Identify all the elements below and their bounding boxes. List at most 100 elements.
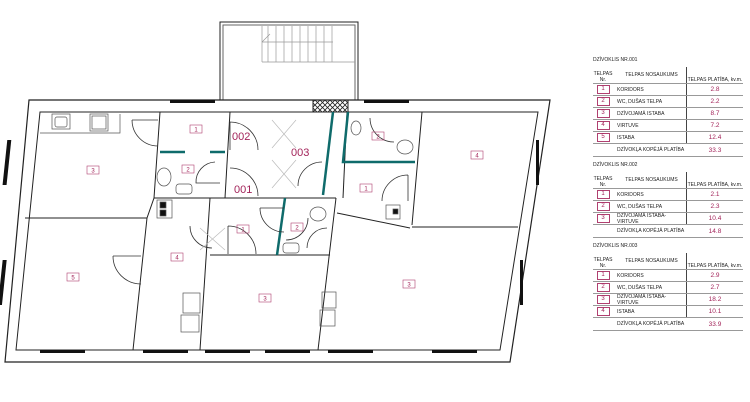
room-name: KORIDORS bbox=[613, 270, 687, 281]
total-row: DZĪVOKĻA KOPĒJĀ PLATĪBA 33.3 bbox=[593, 144, 743, 157]
table-header: TELPAS Nr. TELPAS NOSAUKUMS TELPAS PLATĪ… bbox=[593, 67, 743, 84]
total-row: DZĪVOKĻA KOPĒJĀ PLATĪBA 33.9 bbox=[593, 318, 743, 331]
room-number: 5 bbox=[596, 133, 610, 142]
room-name: DZĪVOJAMĀ ISTABA bbox=[613, 108, 687, 119]
table-row: 1 KORIDORS 2.8 bbox=[593, 84, 743, 96]
room-label: 4 bbox=[475, 154, 479, 160]
room-label: 3 bbox=[407, 283, 411, 289]
accent-walls bbox=[160, 111, 415, 256]
room-label: 1 bbox=[241, 228, 245, 234]
room-label: 2 bbox=[295, 226, 299, 232]
table-row: 1 KORIDORS 2.1 bbox=[593, 189, 743, 201]
area-table-3: DZĪVOKLIS NR.003 TELPAS Nr. TELPAS NOSAU… bbox=[593, 243, 743, 331]
table-title: DZĪVOKLIS NR.003 bbox=[593, 243, 638, 249]
fixtures bbox=[40, 113, 414, 333]
room-label: 2 bbox=[186, 168, 190, 174]
stairwell bbox=[219, 21, 359, 101]
total-label: DZĪVOKĻA KOPĒJĀ PLATĪBA bbox=[617, 228, 685, 234]
room-name: WC, DUŠAS TELPA bbox=[613, 282, 687, 293]
room-number: 3 bbox=[596, 109, 610, 118]
room-name: VIRTUVE bbox=[613, 120, 687, 131]
table-row: 2 WC, DUŠAS TELPA 2.2 bbox=[593, 96, 743, 108]
room-name: DZĪVOJAMĀ ISTABA-VIRTUVE bbox=[613, 294, 687, 306]
room-area: 2.3 bbox=[710, 203, 720, 210]
room-label: 1 bbox=[364, 187, 368, 193]
inner-wall bbox=[15, 111, 539, 351]
room-area: 2.7 bbox=[710, 284, 720, 291]
room-number: 3 bbox=[596, 295, 610, 304]
area-table-1: DZĪVOKLIS NR.001 TELPAS Nr. TELPAS NOSAU… bbox=[593, 57, 743, 157]
table-row: 2 WC, DUŠAS TELPA 2.7 bbox=[593, 282, 743, 294]
total-area: 33.9 bbox=[708, 320, 722, 328]
header-area: TELPAS PLATĪBA, kv.m. bbox=[687, 182, 743, 188]
room-label: 1 bbox=[194, 128, 198, 134]
room-number: 1 bbox=[596, 85, 610, 94]
room-area: 2.1 bbox=[710, 191, 720, 198]
header-nr: TELPAS Nr. bbox=[593, 71, 613, 83]
room-number: 1 bbox=[596, 271, 610, 280]
doors bbox=[112, 117, 409, 285]
room-area: 10.4 bbox=[708, 215, 722, 222]
table-header: TELPAS Nr. TELPAS NOSAUKUMS TELPAS PLATĪ… bbox=[593, 253, 743, 270]
room-number: 4 bbox=[596, 307, 610, 316]
table-row: 3 DZĪVOJAMĀ ISTABA 8.7 bbox=[593, 108, 743, 120]
apartment-label: 003 bbox=[291, 147, 309, 159]
header-nr: TELPAS Nr. bbox=[593, 176, 613, 188]
room-area: 7.2 bbox=[710, 122, 720, 129]
room-area: 18.2 bbox=[708, 296, 722, 303]
floor-plan: 002 001 003 1 3 2 2 4 1 1 2 4 5 3 3 bbox=[0, 21, 551, 363]
header-name: TELPAS NOSAUKUMS bbox=[613, 253, 687, 269]
room-number: 2 bbox=[596, 97, 610, 106]
room-area: 2.8 bbox=[710, 86, 720, 93]
apartment-labels: 002 001 003 bbox=[232, 131, 309, 196]
room-name: ISTABA bbox=[613, 132, 687, 143]
room-name: WC, DUŠAS TELPA bbox=[613, 96, 687, 107]
total-area: 14.8 bbox=[708, 227, 722, 235]
ventilation-shaft bbox=[312, 99, 349, 113]
room-label: 3 bbox=[263, 297, 267, 303]
total-label: DZĪVOKĻA KOPĒJĀ PLATĪBA bbox=[617, 147, 685, 153]
room-number: 1 bbox=[596, 190, 610, 199]
header-name: TELPAS NOSAUKUMS bbox=[613, 172, 687, 188]
apartment-label: 001 bbox=[234, 184, 252, 196]
total-label: DZĪVOKĻA KOPĒJĀ PLATĪBA bbox=[617, 321, 685, 327]
table-row: 1 KORIDORS 2.9 bbox=[593, 270, 743, 282]
room-label: 5 bbox=[71, 276, 75, 282]
room-area: 2.9 bbox=[710, 272, 720, 279]
room-name: KORIDORS bbox=[613, 84, 687, 95]
room-area: 10.1 bbox=[708, 308, 722, 315]
table-row: 3 DZĪVOJAMĀ ISTABA-VIRTUVE 18.2 bbox=[593, 294, 743, 306]
room-number: 3 bbox=[596, 214, 610, 223]
table-title: DZĪVOKLIS NR.001 bbox=[593, 57, 638, 63]
room-name: ISTABA bbox=[613, 306, 687, 317]
header-area: TELPAS PLATĪBA, kv.m. bbox=[687, 77, 743, 83]
room-label: 3 bbox=[91, 169, 95, 175]
stairs bbox=[261, 26, 355, 63]
room-area: 8.7 bbox=[710, 110, 720, 117]
room-number: 2 bbox=[596, 283, 610, 292]
table-title: DZĪVOKLIS NR.002 bbox=[593, 162, 638, 168]
room-name: DZĪVOJAMĀ ISTABA-VIRTUVE bbox=[613, 213, 687, 225]
table-row: 4 ISTABA 10.1 bbox=[593, 306, 743, 318]
room-labels bbox=[66, 124, 484, 303]
room-name: KORIDORS bbox=[613, 189, 687, 200]
apartment-label: 002 bbox=[232, 131, 250, 143]
room-label: 2 bbox=[376, 135, 380, 141]
room-area: 2.2 bbox=[710, 98, 720, 105]
area-table-2: DZĪVOKLIS NR.002 TELPAS Nr. TELPAS NOSAU… bbox=[593, 162, 743, 238]
table-header: TELPAS Nr. TELPAS NOSAUKUMS TELPAS PLATĪ… bbox=[593, 172, 743, 189]
table-row: 5 ISTABA 12.4 bbox=[593, 132, 743, 144]
header-name: TELPAS NOSAUKUMS bbox=[613, 67, 687, 83]
total-row: DZĪVOKĻA KOPĒJĀ PLATĪBA 14.8 bbox=[593, 225, 743, 238]
header-nr: TELPAS Nr. bbox=[593, 257, 613, 269]
room-number: 4 bbox=[596, 121, 610, 130]
windows bbox=[0, 100, 539, 353]
room-area: 12.4 bbox=[708, 134, 722, 141]
room-number: 2 bbox=[596, 202, 610, 211]
table-row: 2 WC, DUŠAS TELPA 2.3 bbox=[593, 201, 743, 213]
header-area: TELPAS PLATĪBA, kv.m. bbox=[687, 263, 743, 269]
room-name: WC, DUŠAS TELPA bbox=[613, 201, 687, 212]
table-row: 3 DZĪVOJAMĀ ISTABA-VIRTUVE 10.4 bbox=[593, 213, 743, 225]
table-row: 4 VIRTUVE 7.2 bbox=[593, 120, 743, 132]
total-area: 33.3 bbox=[708, 146, 722, 154]
